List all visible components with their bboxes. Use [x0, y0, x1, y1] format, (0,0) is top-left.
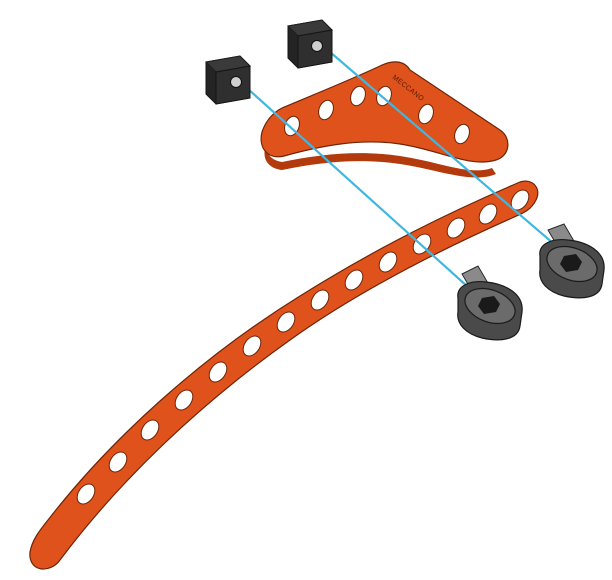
nut-hole-left: [230, 76, 242, 88]
nut-hole-right: [311, 40, 323, 52]
strip-hole: [446, 217, 466, 239]
strip-hole: [242, 335, 262, 357]
angle-strip-hole: [418, 103, 434, 125]
strip-hole: [174, 389, 194, 411]
socket-cap-bolt-left: [457, 265, 523, 341]
strip-hole: [208, 361, 228, 383]
angle-strip-hole: [350, 85, 366, 107]
curved-strip: [29, 180, 539, 570]
socket-cap-bolt-right: [539, 223, 605, 299]
assembly-axis-lines: [237, 39, 569, 297]
curved-strip-holes: [76, 189, 530, 505]
strip-hole: [108, 451, 128, 473]
angle-strip-hole: [454, 123, 470, 145]
axis-line-right: [315, 39, 569, 257]
strip-hole: [310, 289, 330, 311]
axis-line-left: [237, 79, 479, 297]
strip-hole: [478, 203, 498, 225]
angle-strip: MECCANO: [260, 61, 509, 178]
strip-hole: [76, 483, 96, 505]
square-nut-right: [286, 19, 334, 69]
angle-strip-hole: [318, 99, 334, 121]
strip-hole: [276, 311, 296, 333]
strip-hole: [378, 251, 398, 273]
square-nut-left: [204, 55, 252, 105]
strip-hole: [344, 269, 364, 291]
strip-hole: [140, 419, 160, 441]
angle-strip-holes: [284, 85, 470, 145]
